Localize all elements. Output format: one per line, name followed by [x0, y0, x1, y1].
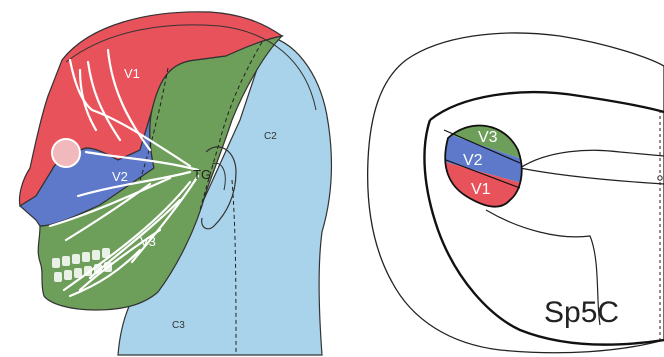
c3-label: C3: [172, 320, 185, 331]
central-canal: [658, 176, 662, 180]
head-diagram: V1 V2 V3 TG C2 C3: [19, 12, 331, 355]
v3-label: V3: [140, 234, 156, 249]
sp5c-v2-label: V2: [463, 152, 483, 169]
sp5c-region-label: Sp5C: [544, 296, 619, 329]
v2-label: V2: [112, 169, 128, 184]
sp5c-v3-label: V3: [478, 129, 498, 146]
eye-circle: [52, 139, 80, 167]
trigeminal-ganglion-label: TG: [193, 167, 211, 182]
sp5c-v1-label: V1: [471, 181, 491, 198]
v1-label: V1: [124, 66, 140, 81]
c2-label: C2: [264, 131, 277, 142]
brainstem-section-diagram: V3 V2 V1 Sp5C: [368, 33, 664, 353]
